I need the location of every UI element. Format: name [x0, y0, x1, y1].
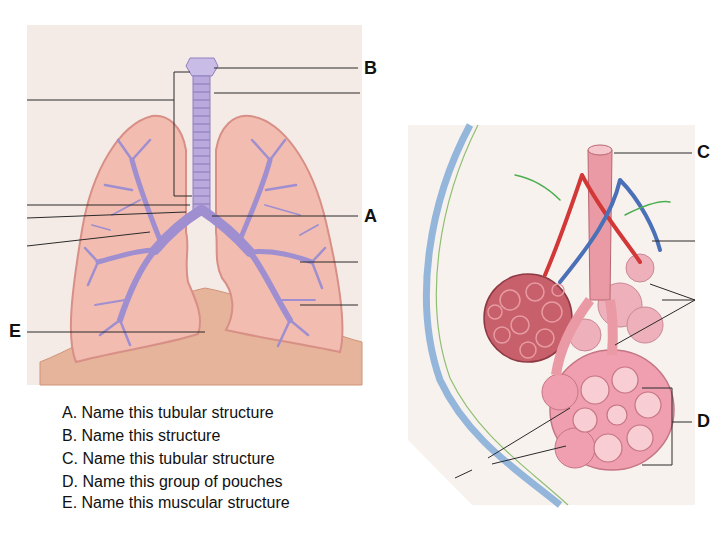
bronchiole-opening: [588, 145, 612, 155]
trachea: [193, 76, 210, 212]
alveolus: [550, 350, 674, 470]
venule: [560, 180, 660, 282]
panel-ground: [408, 125, 695, 505]
panel-ground: [27, 25, 362, 385]
question-text: E. Name this muscular structure: [62, 494, 290, 512]
callout-letter: B: [364, 58, 377, 79]
nerve-fiber: [515, 175, 670, 215]
alveolar-duct: [556, 300, 613, 375]
callout-letter: D: [697, 411, 710, 432]
leader-line: [27, 68, 360, 332]
callout-letter: A: [364, 206, 377, 227]
leader-line: [455, 153, 695, 478]
question-text: C. Name this tubular structure: [62, 450, 275, 468]
bronchial-tree: [85, 140, 325, 346]
capillary-net: [488, 283, 564, 358]
blood-vessel: [515, 175, 670, 282]
alveolus: [626, 254, 654, 282]
callout-letter: C: [697, 142, 710, 163]
question-text: D. Name this group of pouches: [62, 473, 283, 491]
arteriole: [545, 175, 640, 275]
alveolus: [555, 428, 595, 468]
tracheal-rings: [193, 84, 210, 204]
question-text: B. Name this structure: [62, 427, 220, 445]
larynx: [186, 58, 218, 76]
alveolus: [542, 374, 578, 410]
callout-letter: E: [9, 321, 21, 342]
question-text: A. Name this tubular structure: [62, 404, 274, 422]
alveolus: [627, 307, 663, 343]
alveolus-interior: [573, 367, 661, 462]
